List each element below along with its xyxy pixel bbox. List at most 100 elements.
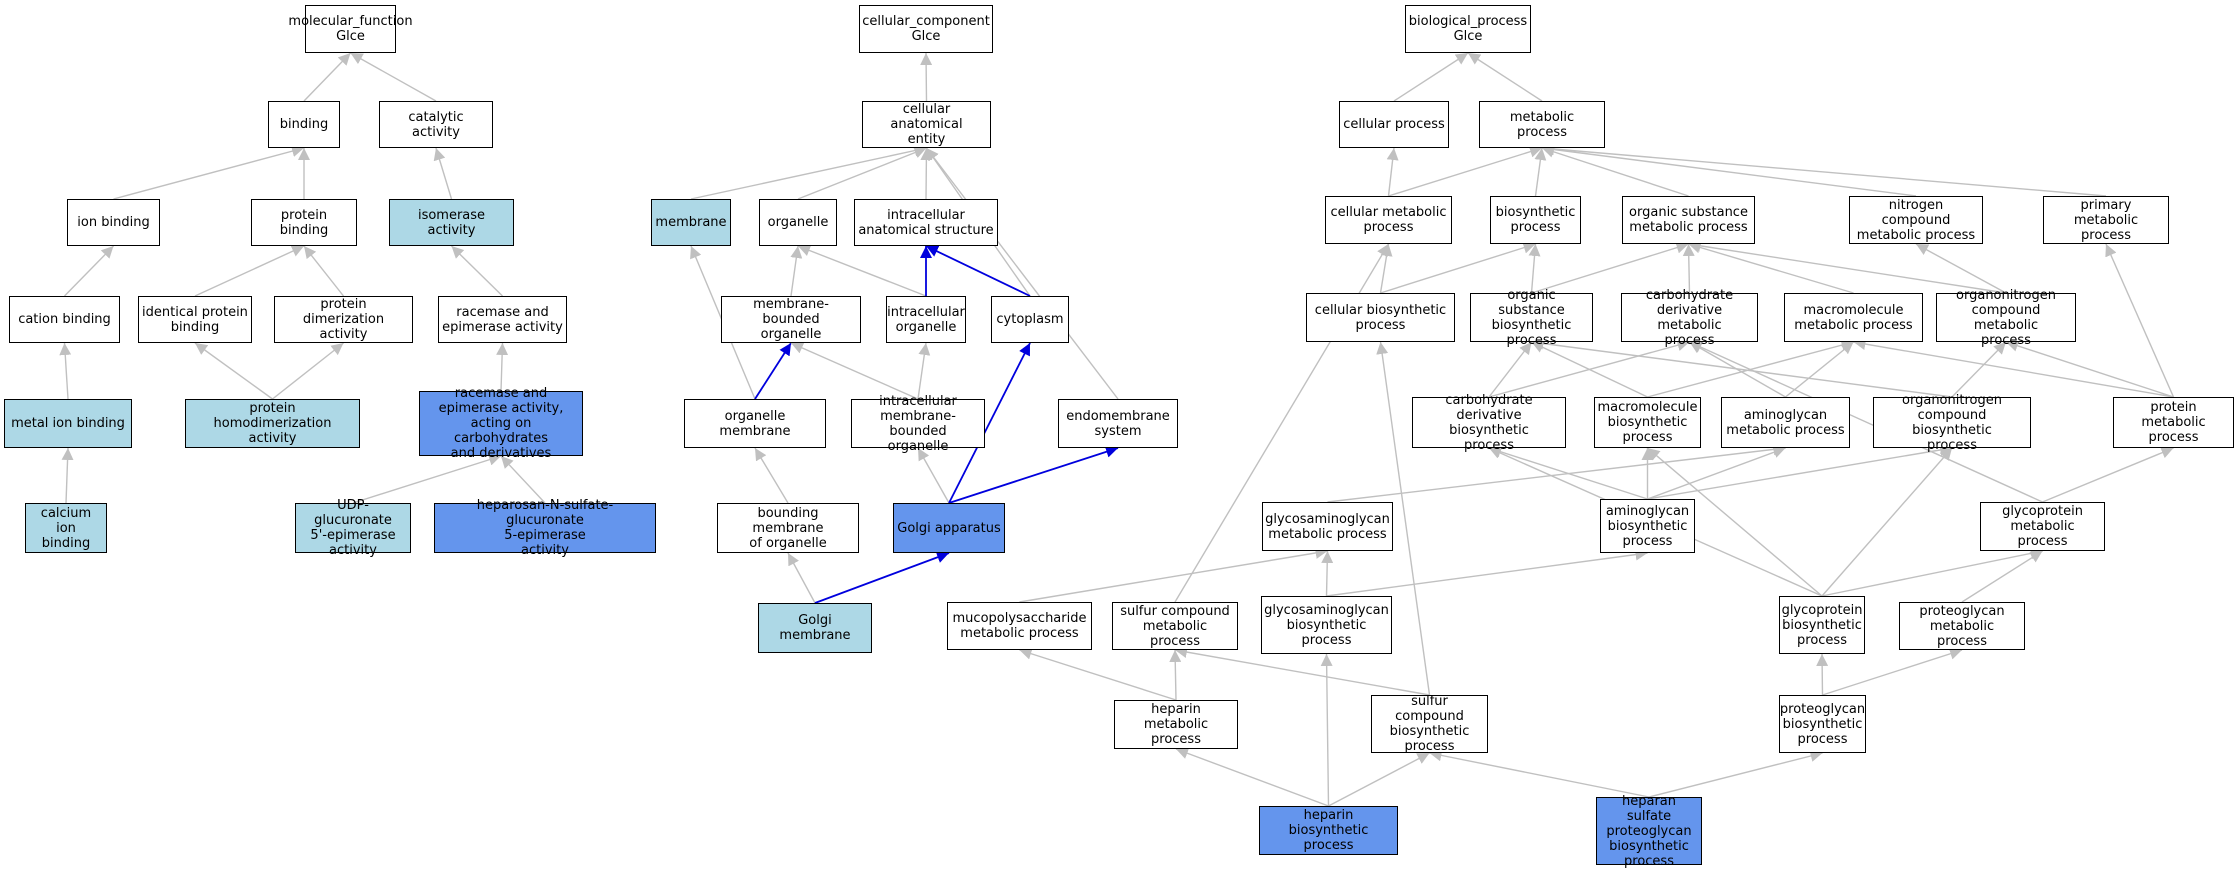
edge-hepmp-to-mucomp [1019, 647, 1177, 701]
edge-protmp-to-mmp [1853, 338, 2174, 398]
node-sulfur-compound-metabolic-process[interactable]: sulfur compound metabolic process [1112, 602, 1238, 650]
node-heparan-sulfate-proteoglycan-biosynthetic-process[interactable]: heparan sulfate proteoglycan biosyntheti… [1596, 794, 1702, 869]
node-intracellular-anatomical-structure[interactable]: intracellular anatomical structure [854, 199, 998, 246]
edge-metal_ion-to-cation_binding [59, 342, 72, 400]
edge-abp-to-onbp [1647, 444, 1953, 500]
node-heparin-metabolic-process[interactable]: heparin metabolic process [1114, 700, 1238, 749]
edge-mmp-to-osmp [1688, 241, 1854, 294]
edge-cmp-to-metabolic_process [1388, 145, 1543, 197]
edge-onmp-to-osmp [1688, 239, 2007, 294]
node-cation-binding[interactable]: cation binding [9, 296, 120, 343]
node-metal-ion-binding[interactable]: metal ion binding [4, 399, 132, 448]
node-organic-substance-biosynthetic-process[interactable]: organic substance biosynthetic process [1470, 288, 1593, 348]
node-cellular-metabolic-process[interactable]: cellular metabolic process [1325, 196, 1452, 244]
node-protein-homodimerization-activity[interactable]: protein homodimerization activity [185, 399, 360, 448]
edge-gpbp-to-gpmp [1821, 547, 2043, 597]
node-glycosaminoglycan-metabolic-process[interactable]: glycosaminoglycan metabolic process [1262, 502, 1393, 551]
node-organelle-membrane[interactable]: organelle membrane [684, 399, 826, 448]
node-organonitrogen-compound-biosynthetic-process[interactable]: organonitrogen compound biosynthetic pro… [1873, 393, 2031, 453]
node-membrane-bounded-organelle[interactable]: membrane-bounded organelle [721, 296, 861, 343]
node-biological-process[interactable]: biological_process Glce [1405, 5, 1531, 53]
node-heparin-biosynthetic-process[interactable]: heparin biosynthetic process [1259, 806, 1398, 855]
node-metabolic-process[interactable]: metabolic process [1479, 101, 1605, 148]
node-glycoprotein-metabolic-process[interactable]: glycoprotein metabolic process [1980, 502, 2105, 551]
edge-ion_binding-to-binding [113, 145, 305, 200]
edge-catalytic-to-mf [350, 52, 437, 102]
node-carbohydrate-derivative-metabolic-process[interactable]: carbohydrate derivative metabolic proces… [1621, 288, 1758, 348]
node-binding[interactable]: binding [268, 101, 340, 148]
node-organelle[interactable]: organelle [759, 199, 837, 246]
node-mucopolysaccharide-metabolic-process[interactable]: mucopolysaccharide metabolic process [947, 602, 1092, 650]
edge-cellular_process-to-bp [1393, 52, 1469, 102]
edge-racemase-to-isomerase [451, 245, 503, 297]
node-cellular-component[interactable]: cellular_component Glce [859, 5, 993, 53]
node-racemase-carbohydrates[interactable]: racemase and epimerase activity, acting … [419, 386, 583, 461]
node-bounding-membrane-of-organelle[interactable]: bounding membrane of organelle [717, 503, 859, 553]
node-biosynthetic-process[interactable]: biosynthetic process [1490, 196, 1581, 244]
node-glycoprotein-biosynthetic-process[interactable]: glycoprotein biosynthetic process [1779, 596, 1865, 654]
node-udp-glucuronate-epimerase[interactable]: UDP-glucuronate 5'-epimerase activity [295, 498, 411, 558]
node-cellular-biosynthetic-process[interactable]: cellular biosynthetic process [1306, 293, 1455, 342]
edge-pmp-to-metabolic_process [1541, 143, 2107, 197]
node-isomerase-activity[interactable]: isomerase activity [389, 199, 514, 246]
node-intracellular-membrane-bounded-organelle[interactable]: intracellular membrane-bounded organelle [851, 394, 985, 454]
node-aminoglycan-biosynthetic-process[interactable]: aminoglycan biosynthetic process [1600, 499, 1695, 553]
node-organic-substance-metabolic-process[interactable]: organic substance metabolic process [1622, 196, 1755, 244]
edge-identical_protein-to-protein_binding [194, 245, 305, 297]
node-primary-metabolic-process[interactable]: primary metabolic process [2043, 196, 2169, 244]
edge-golgi-to-cytoplasm [948, 342, 1031, 504]
edge-metabolic_process-to-bp [1467, 52, 1543, 102]
node-cytoplasm[interactable]: cytoplasm [991, 296, 1069, 343]
edge-organelle-to-cae [797, 146, 927, 200]
edge-biosynthetic-to-metabolic_process [1534, 147, 1547, 197]
node-identical-protein-binding[interactable]: identical protein binding [138, 296, 252, 343]
node-endomembrane-system[interactable]: endomembrane system [1058, 399, 1178, 448]
node-glycosaminoglycan-biosynthetic-process[interactable]: glycosaminoglycan biosynthetic process [1261, 596, 1392, 654]
node-aminoglycan-metabolic-process[interactable]: aminoglycan metabolic process [1721, 397, 1850, 448]
edge-onbp-to-onmp [1951, 341, 2007, 398]
edge-ncmp-to-metabolic_process [1541, 143, 1917, 197]
edge-gpbp-to-onbp [1821, 447, 1953, 597]
node-cellular-anatomical-entity[interactable]: cellular anatomical entity [862, 101, 991, 148]
edge-protmp-to-onmp [2005, 340, 2174, 398]
node-heparosan-epimerase[interactable]: heparosan-N-sulfate-glucuronate 5-epimer… [434, 498, 656, 558]
edge-protein_dimer-to-protein_binding [303, 245, 345, 297]
node-catalytic-activity[interactable]: catalytic activity [379, 101, 493, 148]
node-proteoglycan-metabolic-process[interactable]: proteoglycan metabolic process [1899, 602, 2025, 650]
edge-onmp-to-ncmp [1915, 243, 2007, 294]
node-nitrogen-compound-metabolic-process[interactable]: nitrogen compound metabolic process [1849, 196, 1983, 244]
edge-org_membrane-to-mbo [754, 342, 792, 400]
node-carbohydrate-derivative-biosynthetic-process[interactable]: carbohydrate derivative biosynthetic pro… [1412, 393, 1566, 453]
node-macromolecule-biosynthetic-process[interactable]: macromolecule biosynthetic process [1594, 397, 1701, 448]
edge-heparosan-to-racemase_carb [500, 455, 546, 504]
node-sulfur-compound-biosynthetic-process[interactable]: sulfur compound biosynthetic process [1371, 694, 1488, 754]
node-ion-binding[interactable]: ion binding [67, 199, 160, 246]
edge-hspgbp-to-scbp [1429, 749, 1650, 798]
node-calcium-ion-binding[interactable]: calcium ion binding [25, 503, 107, 553]
edge-racemase_carb-to-racemase [496, 342, 509, 392]
node-macromolecule-metabolic-process[interactable]: macromolecule metabolic process [1784, 293, 1923, 342]
node-protein-binding[interactable]: protein binding [251, 199, 357, 246]
node-golgi-apparatus[interactable]: Golgi apparatus [893, 503, 1005, 553]
edge-isomerase-to-catalytic [433, 147, 453, 200]
node-organonitrogen-compound-metabolic-process[interactable]: organonitrogen compound metabolic proces… [1936, 288, 2076, 348]
edge-amp-to-mmp [1785, 341, 1854, 398]
edge-cbp-to-biosynthetic [1380, 241, 1536, 294]
node-protein-metabolic-process[interactable]: protein metabolic process [2113, 397, 2234, 448]
edge-binding-to-mf [303, 52, 352, 102]
edge-mbp-to-osbp [1531, 341, 1648, 398]
node-molecular-function[interactable]: molecular_function Glce [288, 5, 413, 53]
edge-pgbp-to-pgmp [1822, 647, 1963, 696]
node-racemase-epimerase-activity[interactable]: racemase and epimerase activity [438, 296, 567, 343]
edge-ias-to-cae [920, 147, 933, 200]
node-protein-dimerization-activity[interactable]: protein dimerization activity [274, 296, 413, 343]
node-cellular-process[interactable]: cellular process [1339, 101, 1449, 148]
node-proteoglycan-biosynthetic-process[interactable]: proteoglycan biosynthetic process [1779, 695, 1866, 753]
edge-bmo-to-org_membrane [754, 447, 789, 504]
edge-scbp-to-scmp [1174, 646, 1430, 696]
edge-hspgbp-to-pgbp [1648, 750, 1823, 798]
node-membrane[interactable]: membrane [651, 199, 731, 246]
node-golgi-membrane[interactable]: Golgi membrane [758, 603, 872, 653]
edge-gpmp-to-cdmp [1689, 341, 2043, 503]
node-intracellular-organelle[interactable]: intracellular organelle [886, 296, 966, 343]
